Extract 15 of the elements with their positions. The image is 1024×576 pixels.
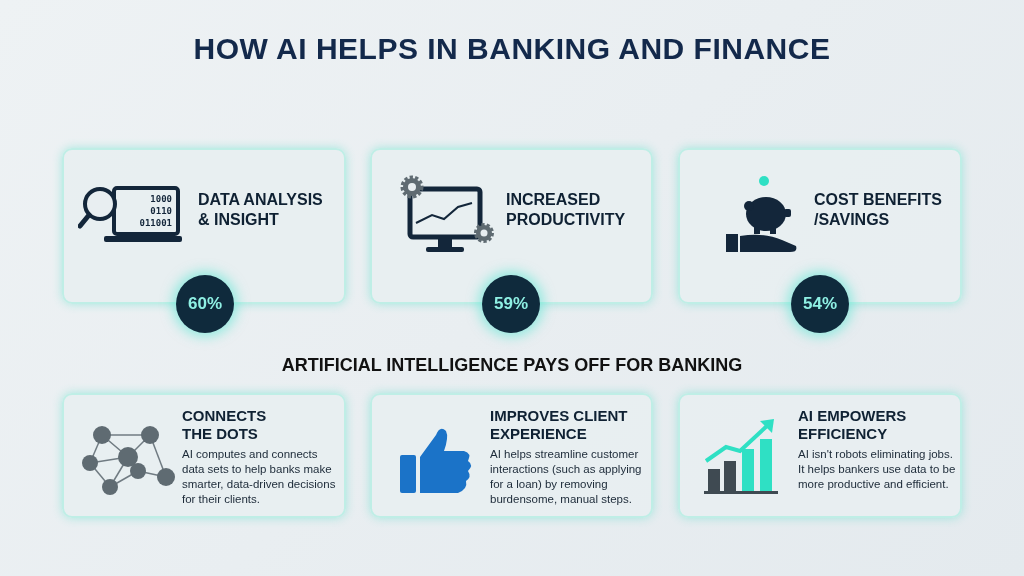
card-description: AI isn't robots eliminating jobs. It helps bankers use data to be more productive and efficient. <box>798 447 957 492</box>
card-description: AI computes and connects data sets to help banks make smarter, data-driven decisions for their clients. <box>182 447 337 507</box>
percentage-badge: 60% <box>176 275 234 333</box>
card-heading: IMPROVES CLIENT EXPERIENCE <box>490 407 629 443</box>
card-heading: DATA ANALYSIS & INSIGHT <box>198 190 324 230</box>
card-description: AI helps streamline customer interactions (such as applying for a loan) by removing burdensome, manual steps. <box>490 447 643 507</box>
card-heading: CONNECTS THE DOTS <box>182 407 268 443</box>
percentage-badge: 59% <box>482 275 540 333</box>
binary-digits: 1000 0110 011001 <box>138 193 172 229</box>
card-heading: INCREASED PRODUCTIVITY <box>506 190 627 230</box>
card-heading: COST BENEFITS /SAVINGS <box>814 190 943 230</box>
card-heading: AI EMPOWERS EFFICIENCY <box>798 407 908 443</box>
percentage-badge: 54% <box>791 275 849 333</box>
section-heading: ARTIFICIAL INTELLIGENCE PAYS OFF FOR BANKING <box>280 355 744 376</box>
title: HOW AI HELPS IN BANKING AND FINANCE <box>192 32 832 66</box>
